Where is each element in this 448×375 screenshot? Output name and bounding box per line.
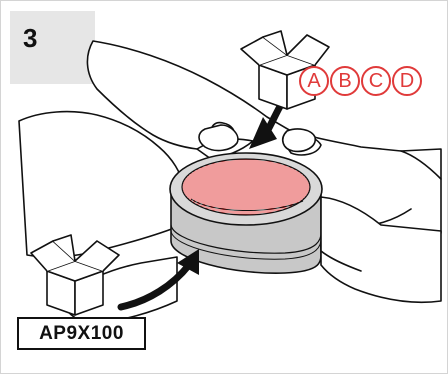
part-number-label: AP9X100 [17, 317, 146, 350]
variant-letter-b: B [330, 66, 360, 96]
step-number: 3 [23, 23, 37, 54]
variant-letter-c: C [361, 66, 391, 96]
variant-letters: A B C D [299, 66, 427, 100]
variant-letter-a: A [299, 66, 329, 96]
variant-letter-d: D [392, 66, 422, 96]
